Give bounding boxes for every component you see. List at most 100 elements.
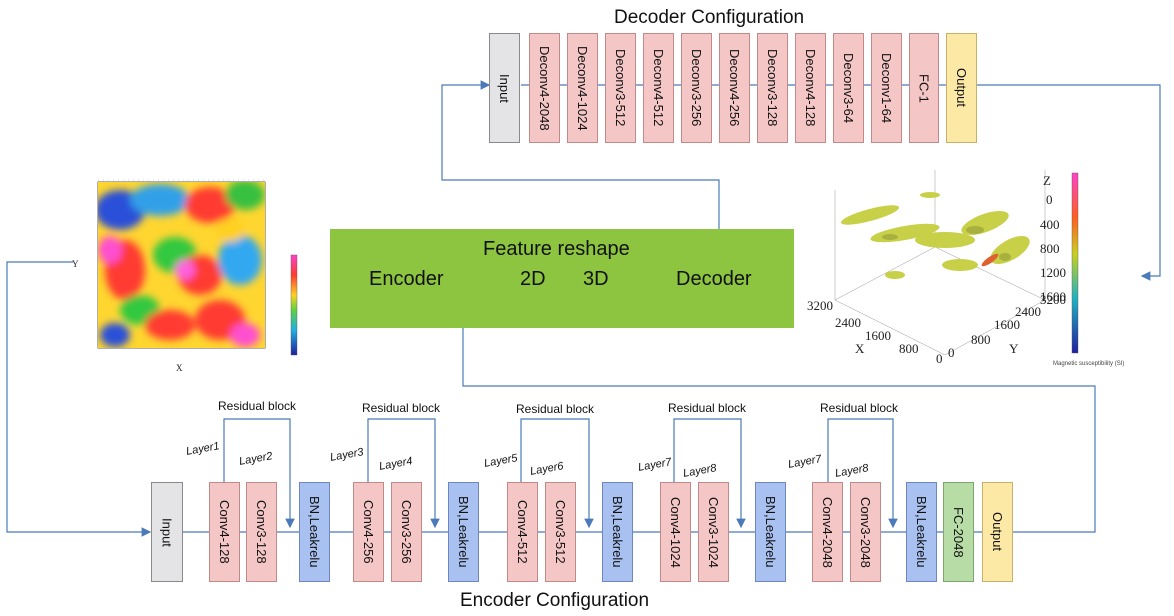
block-label: Deconv4-128 [803, 49, 818, 127]
encoder-title: Encoder Configuration [460, 590, 650, 611]
block-label: FC-1 [916, 73, 932, 103]
block-label: Conv3-1024 [706, 496, 721, 568]
feature-reshape-block [330, 229, 794, 328]
encoder-bn-block: BN,Leakrelu [448, 482, 479, 582]
residual-block-label: Residual block [516, 402, 595, 416]
y-tick: 1600 [994, 317, 1020, 332]
encoder-bn-block: BN,Leakrelu [299, 482, 330, 582]
encoder-bn-block: BN,Leakrelu [755, 482, 786, 582]
residual-block-label: Residual block [668, 401, 747, 415]
encoder-conv-block: Conv4-1024 [660, 482, 691, 582]
decoder-deconv-block: Deconv4-128 [795, 33, 826, 143]
z-tick: 1200 [1040, 265, 1066, 280]
decoder-deconv-block: Deconv3-256 [681, 33, 712, 143]
encoder-fc-block: FC-2048 [943, 482, 974, 582]
center-2d-label: 2D [520, 268, 546, 290]
center-encoder-label: Encoder [369, 268, 444, 290]
block-label: Conv4-128 [217, 500, 232, 564]
block-label: Deconv4-256 [727, 49, 742, 127]
block-label: Deconv4-2048 [537, 45, 552, 131]
block-label: FC-2048 [951, 506, 966, 558]
block-label: BN,Leakrelu [914, 496, 929, 568]
encoder-conv-block: Conv4-128 [209, 482, 240, 582]
block-label: Input [159, 517, 175, 547]
y-tick: 800 [971, 332, 991, 347]
encoder-bn-block: BN,Leakrelu [906, 482, 937, 582]
z-tick: 1600 [1040, 289, 1066, 304]
decoder-title: Decoder Configuration [614, 7, 805, 28]
block-label: Deconv1-64 [879, 52, 894, 124]
y-tick: 0 [948, 345, 955, 360]
plot-y-axis-label: Y [1009, 341, 1019, 356]
x-tick: 800 [899, 341, 919, 356]
block-label: Deconv4-512 [651, 49, 666, 127]
block-label: Conv4-512 [515, 500, 530, 564]
block-label: Deconv3-256 [689, 49, 704, 127]
block-label: Conv3-512 [553, 500, 568, 564]
map-image [97, 179, 298, 356]
x-tick: 0 [936, 351, 943, 366]
susceptibility-3d-plot: Z 0 400 800 1200 1600 3200 2400 1600 800… [795, 165, 1130, 375]
encoder-conv-block: Conv3-1024 [698, 482, 729, 582]
x-tick: 2400 [835, 315, 861, 330]
x-tick: 1600 [865, 328, 891, 343]
block-label: Deconv3-64 [841, 52, 856, 124]
z-tick: 800 [1040, 241, 1060, 256]
map-y-axis-label: Y [72, 259, 79, 269]
block-label: Output [954, 68, 969, 108]
encoder-conv-block: Conv3-256 [391, 482, 422, 582]
center-decoder-label: Decoder [676, 268, 752, 290]
colorbar-label: Magnetic susceptibility (SI) [1053, 361, 1125, 367]
encoder-bn-block: BN,Leakrelu [602, 482, 633, 582]
encoder-conv-block: Conv4-2048 [812, 482, 843, 582]
decoder-deconv-block: Deconv4-1024 [567, 33, 598, 143]
block-label: Conv3-256 [399, 500, 414, 564]
encoder-conv-block: Conv4-256 [353, 482, 384, 582]
encoder-conv-block: Conv4-512 [507, 482, 538, 582]
decoder-deconv-block: Deconv4-2048 [529, 33, 560, 143]
decoder-deconv-block: Deconv3-128 [757, 33, 788, 143]
decoder-input-block: Input [489, 33, 520, 143]
block-label: BN,Leakrelu [456, 496, 471, 568]
block-label: Conv4-256 [361, 500, 376, 564]
decoder-deconv-block: Deconv3-64 [833, 33, 864, 143]
feature-reshape-label: Feature reshape [483, 238, 630, 260]
block-label: Input [497, 73, 512, 103]
residual-block-label: Residual block [218, 399, 297, 413]
block-label: Conv3-128 [254, 500, 269, 564]
plot-x-axis-label: X [855, 341, 865, 356]
block-label: BN,Leakrelu [307, 496, 322, 568]
block-label: Conv4-1024 [668, 496, 683, 568]
y-tick: 2400 [1015, 304, 1041, 319]
block-label: BN,Leakrelu [610, 496, 625, 568]
z-tick: 400 [1040, 217, 1060, 232]
block-label: Deconv4-1024 [575, 45, 590, 131]
magnetic-anomaly-map: X Y [72, 160, 318, 378]
encoder-conv-block: Conv3-128 [246, 482, 277, 582]
x-tick: 3200 [807, 298, 833, 313]
decoder-fc-block: FC-1 [909, 33, 939, 143]
block-label: Conv3-2048 [858, 496, 873, 568]
y-tick: 3200 [1040, 292, 1066, 307]
map-x-axis-label: X [176, 363, 183, 373]
decoder-deconv-block: Deconv3-512 [605, 33, 636, 143]
block-label: Deconv3-512 [613, 49, 628, 127]
block-label: Conv4-2048 [820, 496, 835, 568]
block-label: Deconv3-128 [765, 49, 780, 127]
encoder-output-block: Output [982, 482, 1013, 582]
decoder-output-block: Output [946, 33, 977, 143]
z-tick: 0 [1046, 192, 1053, 207]
residual-block-label: Residual block [820, 401, 899, 415]
center-3d-label: 3D [583, 268, 609, 290]
encoder-conv-block: Conv3-512 [545, 482, 576, 582]
plot-z-axis-label: Z [1043, 173, 1051, 188]
encoder-input-block: Input [151, 482, 183, 582]
decoder-deconv-block: Deconv1-64 [871, 33, 902, 143]
block-label: BN,Leakrelu [763, 496, 778, 568]
encoder-conv-block: Conv3-2048 [850, 482, 881, 582]
decoder-deconv-block: Deconv4-256 [719, 33, 750, 143]
plot-3d-image [834, 170, 1079, 356]
residual-block-label: Residual block [362, 401, 441, 415]
decoder-deconv-block: Deconv4-512 [643, 33, 674, 143]
block-label: Output [990, 512, 1005, 552]
